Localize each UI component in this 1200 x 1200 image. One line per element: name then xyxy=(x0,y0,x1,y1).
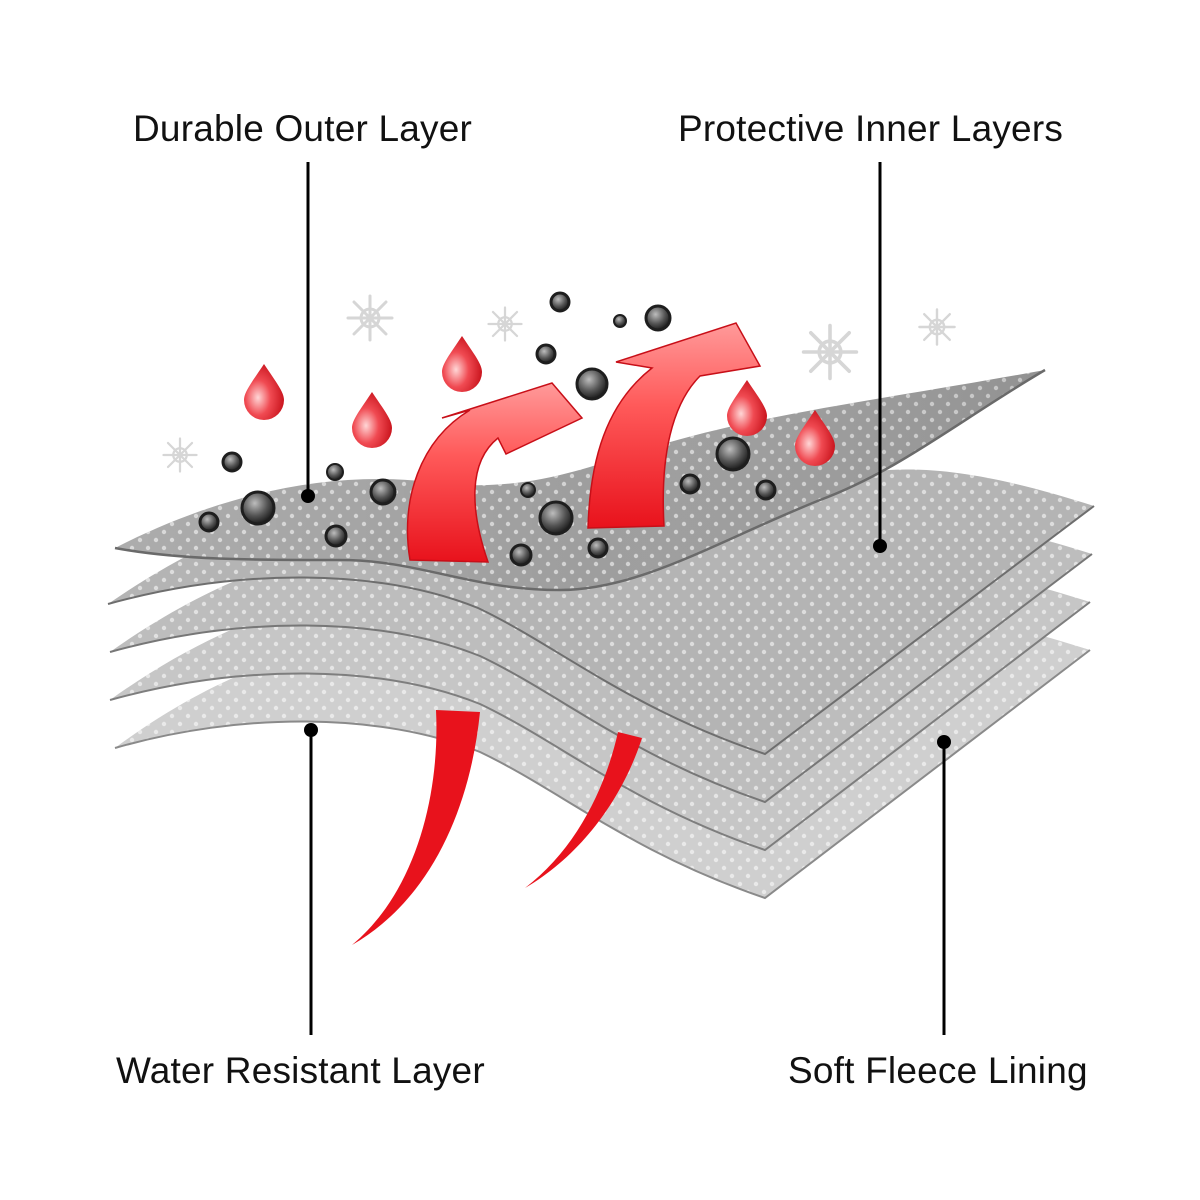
snowflake-icon xyxy=(162,437,198,473)
dust-particle-icon xyxy=(549,291,571,313)
dust-particle-icon xyxy=(198,511,220,533)
wicking-arrow-icon xyxy=(525,732,642,888)
snowflake-icon xyxy=(346,294,394,342)
dust-particle-icon xyxy=(755,479,777,501)
snowflake-icon xyxy=(487,306,523,342)
dust-particle-icons xyxy=(198,291,777,567)
leader-protective-inner-layers xyxy=(873,162,887,553)
leader-soft-fleece-lining xyxy=(937,735,951,1035)
leader-lines xyxy=(301,162,951,1035)
snowflake-icons xyxy=(162,294,956,473)
dust-particle-icon xyxy=(715,436,751,472)
durable-outer-layer-label: Durable Outer Layer xyxy=(133,108,473,149)
water-droplet-icon xyxy=(442,336,482,392)
dust-particle-icon xyxy=(369,478,397,506)
snowflake-icon xyxy=(918,308,956,346)
water-droplet-icon xyxy=(244,364,284,420)
dust-particle-icon xyxy=(575,367,609,401)
dust-particle-icon xyxy=(520,482,536,498)
wicking-arrows xyxy=(352,710,642,945)
protective-inner-layers-label: Protective Inner Layers xyxy=(678,108,1064,149)
dust-particle-icon xyxy=(679,473,701,495)
water-droplet-icon xyxy=(352,392,392,448)
dust-particle-icon xyxy=(221,451,243,473)
dust-particle-icon xyxy=(538,500,574,536)
dust-particle-icon xyxy=(587,537,609,559)
breathability-arrows xyxy=(406,322,762,563)
soft-fleece-lining-label: Soft Fleece Lining xyxy=(788,1050,1088,1091)
leader-water-resistant-layer xyxy=(304,723,318,1035)
dust-particle-icon xyxy=(509,543,533,567)
fabric-stack xyxy=(107,368,1095,900)
dust-particle-icon xyxy=(240,490,276,526)
breathability-arrow-icon xyxy=(406,382,584,563)
snowflake-icon xyxy=(801,323,859,381)
wicking-arrow-icon xyxy=(352,710,480,945)
water-resistant-layer-label: Water Resistant Layer xyxy=(116,1050,485,1091)
dust-particle-icon xyxy=(324,524,348,548)
breathability-arrow-icon xyxy=(587,322,762,529)
water-droplet-icons xyxy=(244,336,835,466)
dust-particle-icon xyxy=(535,343,557,365)
water-droplet-icon xyxy=(795,410,835,466)
dust-particle-icon xyxy=(613,314,627,328)
dust-particle-icon xyxy=(644,304,672,332)
water-droplet-icon xyxy=(727,380,767,436)
dust-particle-icon xyxy=(326,463,344,481)
leader-durable-outer-layer xyxy=(301,162,315,503)
